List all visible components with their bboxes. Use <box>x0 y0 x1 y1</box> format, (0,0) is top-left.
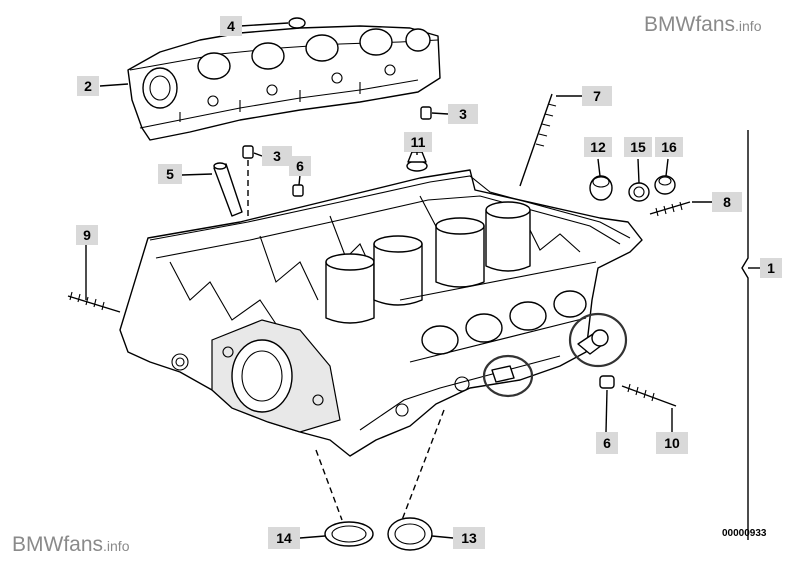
callout-3b: 3 <box>262 146 292 166</box>
callout-14: 14 <box>268 527 300 549</box>
seal-ring-part-14 <box>324 521 374 547</box>
svg-text:8: 8 <box>723 194 731 210</box>
watermark-bottom-left: BMWfans.info <box>12 533 130 556</box>
stud-part-8 <box>649 201 691 217</box>
svg-text:3: 3 <box>273 148 281 164</box>
callout-6a: 6 <box>289 156 311 176</box>
seal-ring-part-13 <box>387 517 433 551</box>
svg-text:5: 5 <box>166 166 174 182</box>
callout-4: 4 <box>220 16 242 36</box>
callout-7: 7 <box>582 86 612 106</box>
callout-1: 1 <box>760 258 782 278</box>
callout-5: 5 <box>158 164 182 184</box>
highlight-circle-right <box>568 312 628 368</box>
callout-13: 13 <box>453 527 485 549</box>
watermark-top-right: BMWfans.info <box>644 13 762 36</box>
svg-text:13: 13 <box>461 530 477 546</box>
callout-9: 9 <box>76 225 98 245</box>
sleeve-part-3b <box>242 145 254 159</box>
plug-part-16 <box>654 175 676 195</box>
highlight-circle-left <box>482 354 534 398</box>
callout-2: 2 <box>77 76 99 96</box>
guide-pin-part-5 <box>213 162 243 217</box>
callout-3a: 3 <box>448 104 478 124</box>
camshaft-carrier-part <box>127 25 441 141</box>
svg-text:15: 15 <box>630 139 646 155</box>
sleeve-part-6b <box>599 375 615 389</box>
stud-part-9 <box>67 291 121 313</box>
svg-text:7: 7 <box>593 88 601 104</box>
svg-text:6: 6 <box>296 158 304 174</box>
cylinder-head-part <box>119 169 643 457</box>
svg-text:3: 3 <box>459 106 467 122</box>
svg-text:11: 11 <box>411 134 426 150</box>
callout-11: 11 <box>404 132 432 152</box>
stud-part-7 <box>519 93 557 187</box>
sleeve-part-6a <box>292 184 304 197</box>
callout-6b: 6 <box>596 432 618 454</box>
svg-text:4: 4 <box>227 18 235 34</box>
leader-lines <box>85 22 712 539</box>
plug-part-4 <box>288 17 306 29</box>
callout-8: 8 <box>712 192 742 212</box>
stud-part-10 <box>621 383 677 407</box>
oil-plug-part-11 <box>406 151 428 172</box>
svg-text:16: 16 <box>661 139 677 155</box>
svg-text:6: 6 <box>603 435 611 451</box>
callout-10: 10 <box>656 432 688 454</box>
svg-text:2: 2 <box>84 78 92 94</box>
svg-text:14: 14 <box>276 530 292 546</box>
svg-text:1: 1 <box>767 260 775 276</box>
sleeve-part-3a <box>420 106 432 120</box>
svg-text:10: 10 <box>664 435 680 451</box>
callout-16: 16 <box>655 137 683 157</box>
lifter-towers <box>325 201 531 324</box>
drawing-number: 00000933 <box>722 528 767 539</box>
seal-ring-part-15 <box>628 182 650 202</box>
svg-text:9: 9 <box>83 227 91 243</box>
plug-part-12 <box>589 175 613 201</box>
assembly-bracket-line <box>741 130 749 540</box>
callout-15: 15 <box>624 137 652 157</box>
callout-12: 12 <box>584 137 612 157</box>
svg-text:12: 12 <box>590 139 606 155</box>
